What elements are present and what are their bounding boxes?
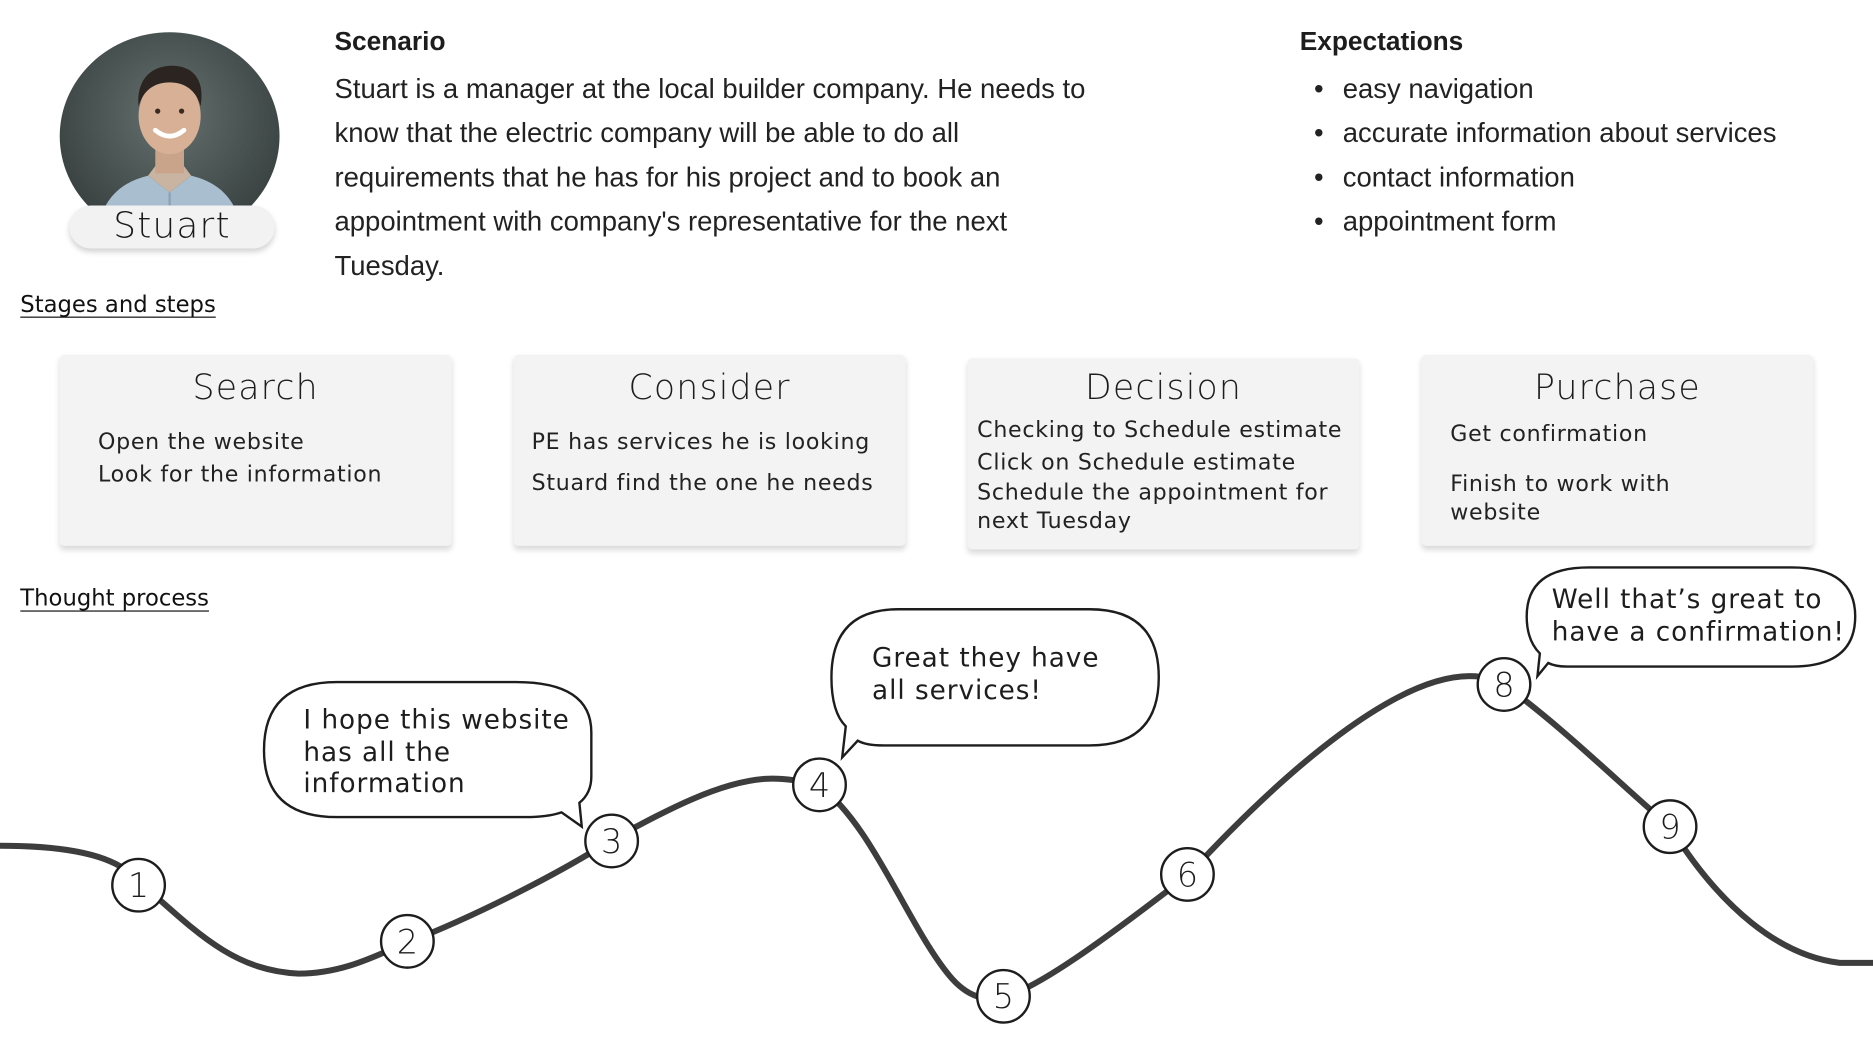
- thought-line: information: [303, 769, 466, 800]
- thought-text: Well that’s great to have a confirmation…: [1552, 585, 1845, 648]
- thought-label: Thought process: [20, 585, 209, 612]
- stage-step: Checking to Schedule estimate: [977, 418, 1343, 444]
- journey-point-label: 4: [809, 766, 830, 805]
- thought-line: all services!: [872, 675, 1042, 706]
- journey-point-circle: [1159, 846, 1215, 902]
- thought-text: Great they have all services!: [872, 644, 1099, 707]
- bullet-icon: •: [1314, 117, 1324, 149]
- bullet-icon: •: [1314, 161, 1324, 193]
- journey-point-4: 4: [792, 757, 847, 813]
- journey-point-circle: [584, 813, 640, 869]
- scenario-line: Stuart is a manager at the local builder…: [334, 72, 1086, 104]
- scenario-text: Stuart is a manager at the local builder…: [334, 67, 1170, 288]
- thought-line: Well that’s great to: [1551, 585, 1823, 616]
- journey-point-circle: [1642, 799, 1698, 855]
- thought-line: Great they have: [872, 643, 1100, 674]
- expectation-item: • easy navigation: [1314, 67, 1776, 111]
- thought-line: I hope this website: [303, 706, 570, 736]
- scenario-title: Scenario: [334, 26, 446, 57]
- journey-point-5: 5: [975, 968, 1031, 1024]
- stage-step: Finish to work with: [1450, 471, 1671, 497]
- scenario-line: appointment with company's representativ…: [334, 205, 1008, 237]
- stage-step: Schedule the appointment for: [977, 480, 1329, 506]
- expectation-text: easy navigation: [1342, 72, 1534, 104]
- journey-point-3: 3: [584, 813, 640, 869]
- stage-card-consider: Consider PE has services he is looking S…: [513, 354, 906, 546]
- bullet-icon: •: [1314, 205, 1324, 237]
- thought-text: I hope this website has all the informat…: [303, 706, 569, 801]
- stages-label: Stages and steps: [20, 291, 216, 318]
- journey-point-6: 6: [1159, 846, 1215, 902]
- stage-step: Look for the information: [97, 462, 383, 488]
- journey-point-8: 8: [1476, 657, 1532, 712]
- thought-line: has all the: [303, 737, 451, 768]
- expectations-list: • easy navigation • accurate information a…: [1314, 67, 1776, 244]
- thought-bubble: [262, 680, 593, 830]
- stage-step: next Tuesday: [977, 508, 1132, 534]
- stage-card-search: Search Open the website Look for the inf…: [59, 354, 452, 546]
- expectation-item: • appointment form: [1314, 199, 1776, 243]
- expectation-text: appointment form: [1342, 205, 1557, 237]
- stage-step: Click on Schedule estimate: [977, 450, 1296, 476]
- thought-bubble: [830, 608, 1160, 761]
- journey-point-label: 3: [601, 822, 622, 861]
- stage-title: Decision: [1085, 366, 1243, 408]
- expectation-item: • accurate information about services: [1314, 111, 1776, 155]
- journey-point-label: 6: [1177, 855, 1198, 894]
- journey-point-label: 8: [1493, 665, 1514, 704]
- stage-step: website: [1450, 500, 1541, 526]
- expectations-title: Expectations: [1299, 26, 1464, 57]
- expectation-text: contact information: [1342, 161, 1575, 193]
- journey-point-circle: [1476, 657, 1532, 712]
- journey-point-2: 2: [379, 913, 435, 969]
- scenario-line: know that the electric company will be a…: [334, 117, 960, 149]
- stage-step: Open the website: [97, 430, 305, 456]
- journey-point-1: 1: [111, 857, 167, 913]
- expectation-text: accurate information about services: [1342, 117, 1777, 149]
- scenario-line: Tuesday.: [334, 249, 445, 281]
- stage-card-decision: Decision Checking to Schedule estimate C…: [967, 358, 1360, 550]
- stage-step: Get confirmation: [1450, 421, 1648, 447]
- stage-title: Search: [192, 366, 319, 408]
- stage-card-purchase: Purchase Get confirmation Finish to work…: [1421, 354, 1814, 546]
- bullet-icon: •: [1314, 72, 1324, 104]
- journey-point-circle: [792, 757, 847, 813]
- persona-name: Stuart: [69, 205, 275, 249]
- thought-line: have a confirmation!: [1551, 617, 1845, 647]
- journey-point-circle: [379, 913, 435, 969]
- journey-point-label: 5: [993, 977, 1014, 1016]
- journey-points: 1 2 3 4 5 6 8 9: [111, 657, 1698, 1024]
- stage-step: Stuard find the one he needs: [531, 470, 874, 496]
- journey-point-label: 9: [1659, 808, 1680, 847]
- stage-title: Purchase: [1534, 366, 1701, 408]
- stage-step: PE has services he is looking: [531, 430, 870, 456]
- journey-point-9: 9: [1642, 799, 1698, 855]
- journey-point-label: 1: [128, 866, 149, 905]
- journey-point-circle: [975, 968, 1031, 1024]
- expectation-item: • contact information: [1314, 155, 1776, 199]
- journey-point-circle: [111, 857, 167, 913]
- journey-point-label: 2: [397, 922, 418, 961]
- stage-title: Consider: [628, 366, 791, 408]
- scenario-line: requirements that he has for his project…: [334, 161, 1001, 193]
- thought-bubble: [1525, 566, 1857, 680]
